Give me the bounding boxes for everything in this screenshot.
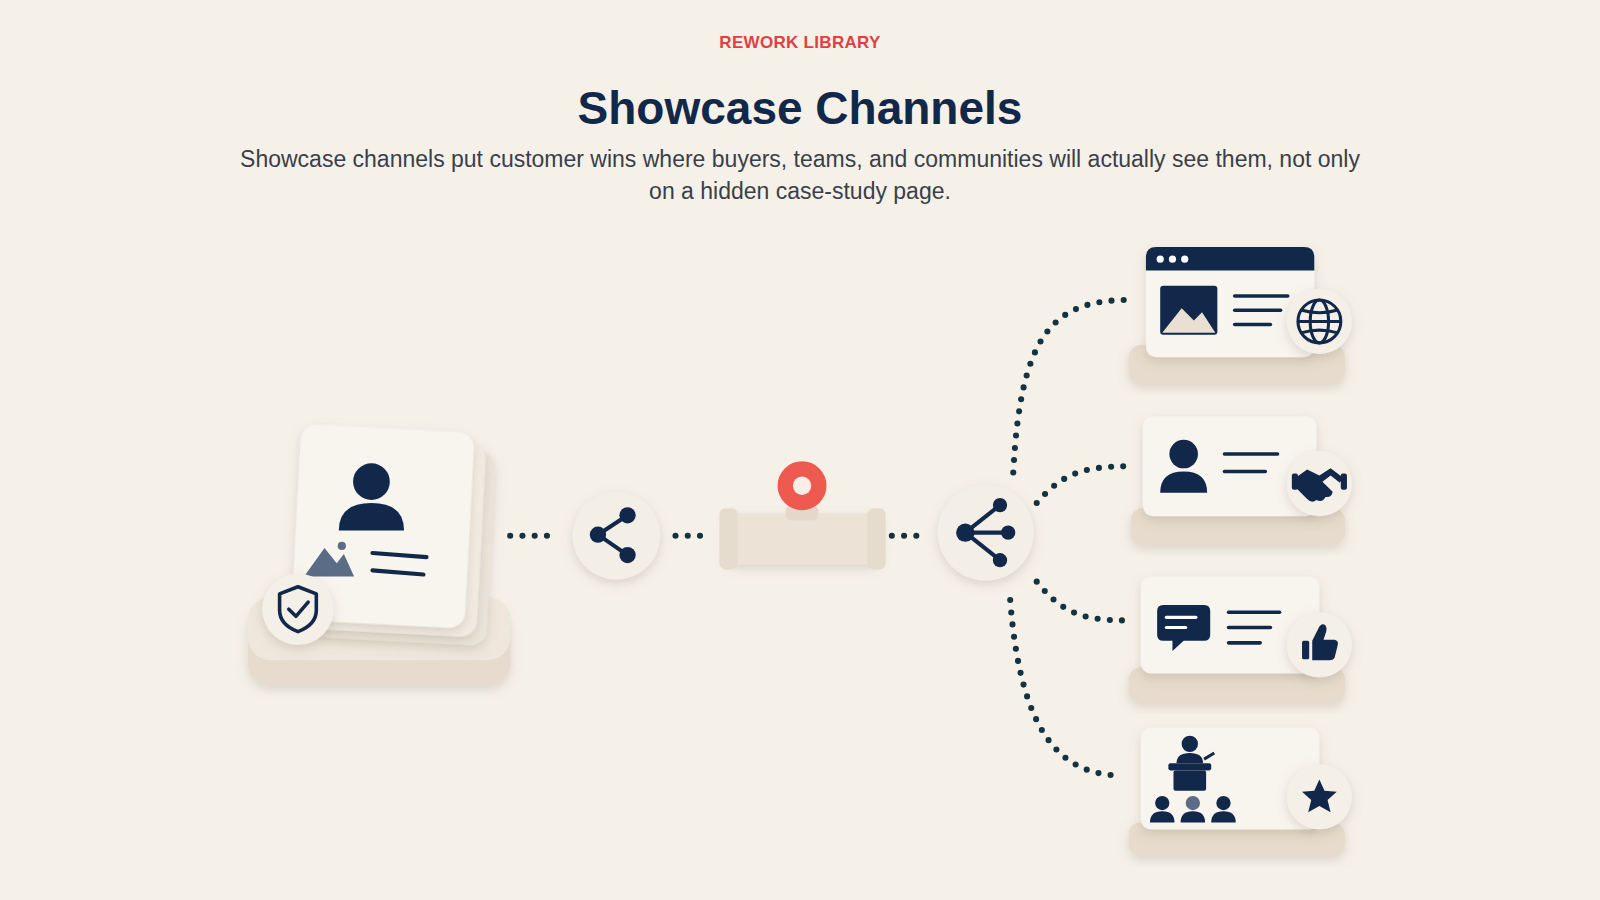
share-disc: [572, 492, 660, 580]
badge: [262, 573, 333, 644]
flange: [867, 508, 885, 569]
image-icon: [304, 548, 354, 577]
share-hub: [938, 485, 1034, 581]
valve-handle: [778, 461, 827, 510]
shield-icon: [280, 587, 317, 632]
person-head: [353, 463, 390, 500]
event-card: [1129, 728, 1352, 857]
text-line: [372, 553, 426, 557]
caption-text: Showcase channels put customer wins wher…: [230, 143, 1370, 207]
share-node: [572, 492, 660, 580]
chat-icon: [1157, 605, 1210, 651]
pipe: [727, 513, 880, 564]
flange: [719, 508, 737, 569]
dotted-link: [510, 300, 1128, 776]
social-card: [1129, 577, 1352, 704]
person-body: [339, 503, 404, 531]
pipe-valve: [719, 461, 885, 569]
website-card: [1129, 247, 1352, 384]
case-study-stack: [248, 424, 510, 686]
image-dot: [338, 542, 346, 550]
partner-card: [1131, 416, 1352, 545]
star-icon: [1302, 780, 1337, 813]
image-icon: [1160, 286, 1217, 335]
presenter-icon: [1150, 736, 1236, 823]
browser-bar: [1146, 247, 1314, 270]
text-line: [372, 570, 423, 574]
handshake-icon: [1292, 468, 1347, 501]
page-title: Showcase Channels: [0, 80, 1600, 136]
check-icon: [289, 602, 308, 616]
section-label: REWORK LIBRARY: [0, 33, 1600, 53]
thumbs-up-icon: [1302, 624, 1338, 660]
share-disc: [938, 485, 1034, 581]
